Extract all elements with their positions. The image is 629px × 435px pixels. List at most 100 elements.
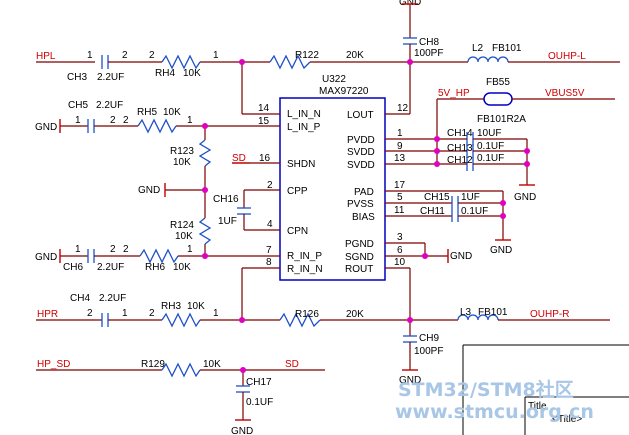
ch4-pin1: 1 [122,308,128,319]
r122-value: 20K [346,50,364,61]
pin-name-pvss: PVSS [347,199,374,210]
ch3-value: 2.2UF [97,72,124,83]
net-sd-ic: SD [232,153,246,164]
pin-name-shdn: SHDN [287,159,315,170]
ch14-value: 10UF [477,128,501,139]
watermark-line1: STM32/STM8社区 [398,378,574,401]
gnd-label-sgnd: GND [450,251,472,262]
ic-part: MAX97220 [319,86,369,97]
pin-num-3: 3 [397,232,403,243]
r129-value: 10K [203,359,221,370]
r123-value: 10K [173,157,191,168]
net-hpl: HPL [36,51,56,62]
rh3-pin2: 2 [149,308,155,319]
ch13-ref: CH13 [447,143,473,154]
ch6-pin1: 1 [75,244,81,255]
pin-num-10: 10 [394,257,406,268]
r124-value: 10K [175,231,193,242]
pin-name-l-in-n: L_IN_N [287,109,321,120]
pin-name-bias: BIAS [352,212,375,223]
rh3-pin1: 1 [213,308,219,319]
net-hpr: HPR [37,309,58,320]
gnd-label-ch17: GND [231,426,253,435]
pin-num-6: 6 [397,245,403,256]
gnd-label-ch11: GND [490,245,512,256]
pin-name-cpn: CPN [287,226,308,237]
pin-num-16: 16 [259,153,271,164]
ch5-pin1: 1 [75,115,81,126]
ch4-pin2: 2 [87,308,93,319]
ch6-pin2: 2 [110,244,116,255]
fb55-value: FB101R2A [477,114,526,125]
ic-ref: U322 [322,74,346,85]
pin-num-9: 9 [397,141,403,152]
ch4-value: 2.2UF [99,293,126,304]
rh5-pin2: 2 [123,115,129,126]
pin-name-pvdd: PVDD [347,135,375,146]
ch6-ref: CH6 [63,262,83,273]
ic-body [279,97,386,281]
pin-num-14: 14 [258,103,270,114]
pin-num-7: 7 [266,245,272,256]
l2-ref: L2 [472,43,484,54]
fb55-ref: FB55 [486,77,510,88]
net-ouhp-r: OUHP-R [530,309,569,320]
ch9-value: 100PF [414,346,443,357]
pin-name-sgnd: SGND [345,252,374,263]
ch5-ref: CH5 [68,100,88,111]
rh4-pin1: 1 [213,50,219,61]
pin-name-pad: PAD [354,187,374,198]
rh4-value: 10K [183,68,201,79]
pin-name-lout: LOUT [347,110,374,121]
pin-name-svdd-9: SVDD [347,147,375,158]
r126-ref: R126 [295,309,319,320]
ch11-value: 0.1UF [461,206,488,217]
gnd-label-ch6: GND [35,252,57,263]
ch11-ref: CH11 [420,206,445,217]
pin-num-2: 2 [267,180,273,191]
r124-ref: R124 [170,220,194,231]
ch5-pin2: 2 [110,115,116,126]
r123-ref: R123 [170,146,194,157]
pin-num-8: 8 [266,257,272,268]
ch5-value: 2.2UF [96,100,123,111]
pin-name-l-in-p: L_IN_P [287,122,321,133]
ch15-ref: CH15 [424,192,450,203]
pin-name-svdd-13: SVDD [347,160,375,171]
pin-name-rout: ROUT [345,264,373,275]
ch12-ref: CH12 [447,155,473,166]
pin-name-cpp: CPP [287,186,308,197]
ch6-value: 2.2UF [97,262,124,273]
ch15-value: 1UF [461,192,480,203]
r122-ref: R122 [295,50,319,61]
rh3-value: 10K [187,301,205,312]
ch13-value: 0.1UF [477,141,504,152]
ch16-ref: CH16 [213,194,239,205]
rh6-value: 10K [173,262,191,273]
pin-num-4: 4 [267,219,273,230]
net-sd: SD [285,359,299,370]
gnd-label-ch9: GND [399,375,421,386]
ch3-pin1: 1 [87,50,93,61]
l2-value: FB101 [492,43,522,54]
rh3-ref: RH3 [161,301,181,312]
pin-num-11: 11 [394,205,405,216]
pin-name-r-in-p: R_IN_P [287,251,322,262]
ch16-value: 1UF [218,216,237,227]
ch12-value: 0.1UF [477,153,504,164]
net-hp-sd: HP_SD [37,359,70,370]
pin-name-pgnd: PGND [345,239,374,250]
net-ouhp-l: OUHP-L [548,51,586,62]
gnd-label-ch12: GND [514,192,536,203]
pin-name-r-in-n: R_IN_N [287,264,323,275]
rh5-ref: RH5 [137,107,157,118]
rh4-ref: RH4 [155,68,175,79]
pin-num-13: 13 [394,153,406,164]
pin-num-1: 1 [397,128,403,139]
l3-value: FB101 [478,307,508,318]
ch3-pin2: 2 [122,50,128,61]
rh6-ref: RH6 [145,262,165,273]
pin-num-5: 5 [397,192,403,203]
net-vbus5v: VBUS5V [545,88,585,99]
